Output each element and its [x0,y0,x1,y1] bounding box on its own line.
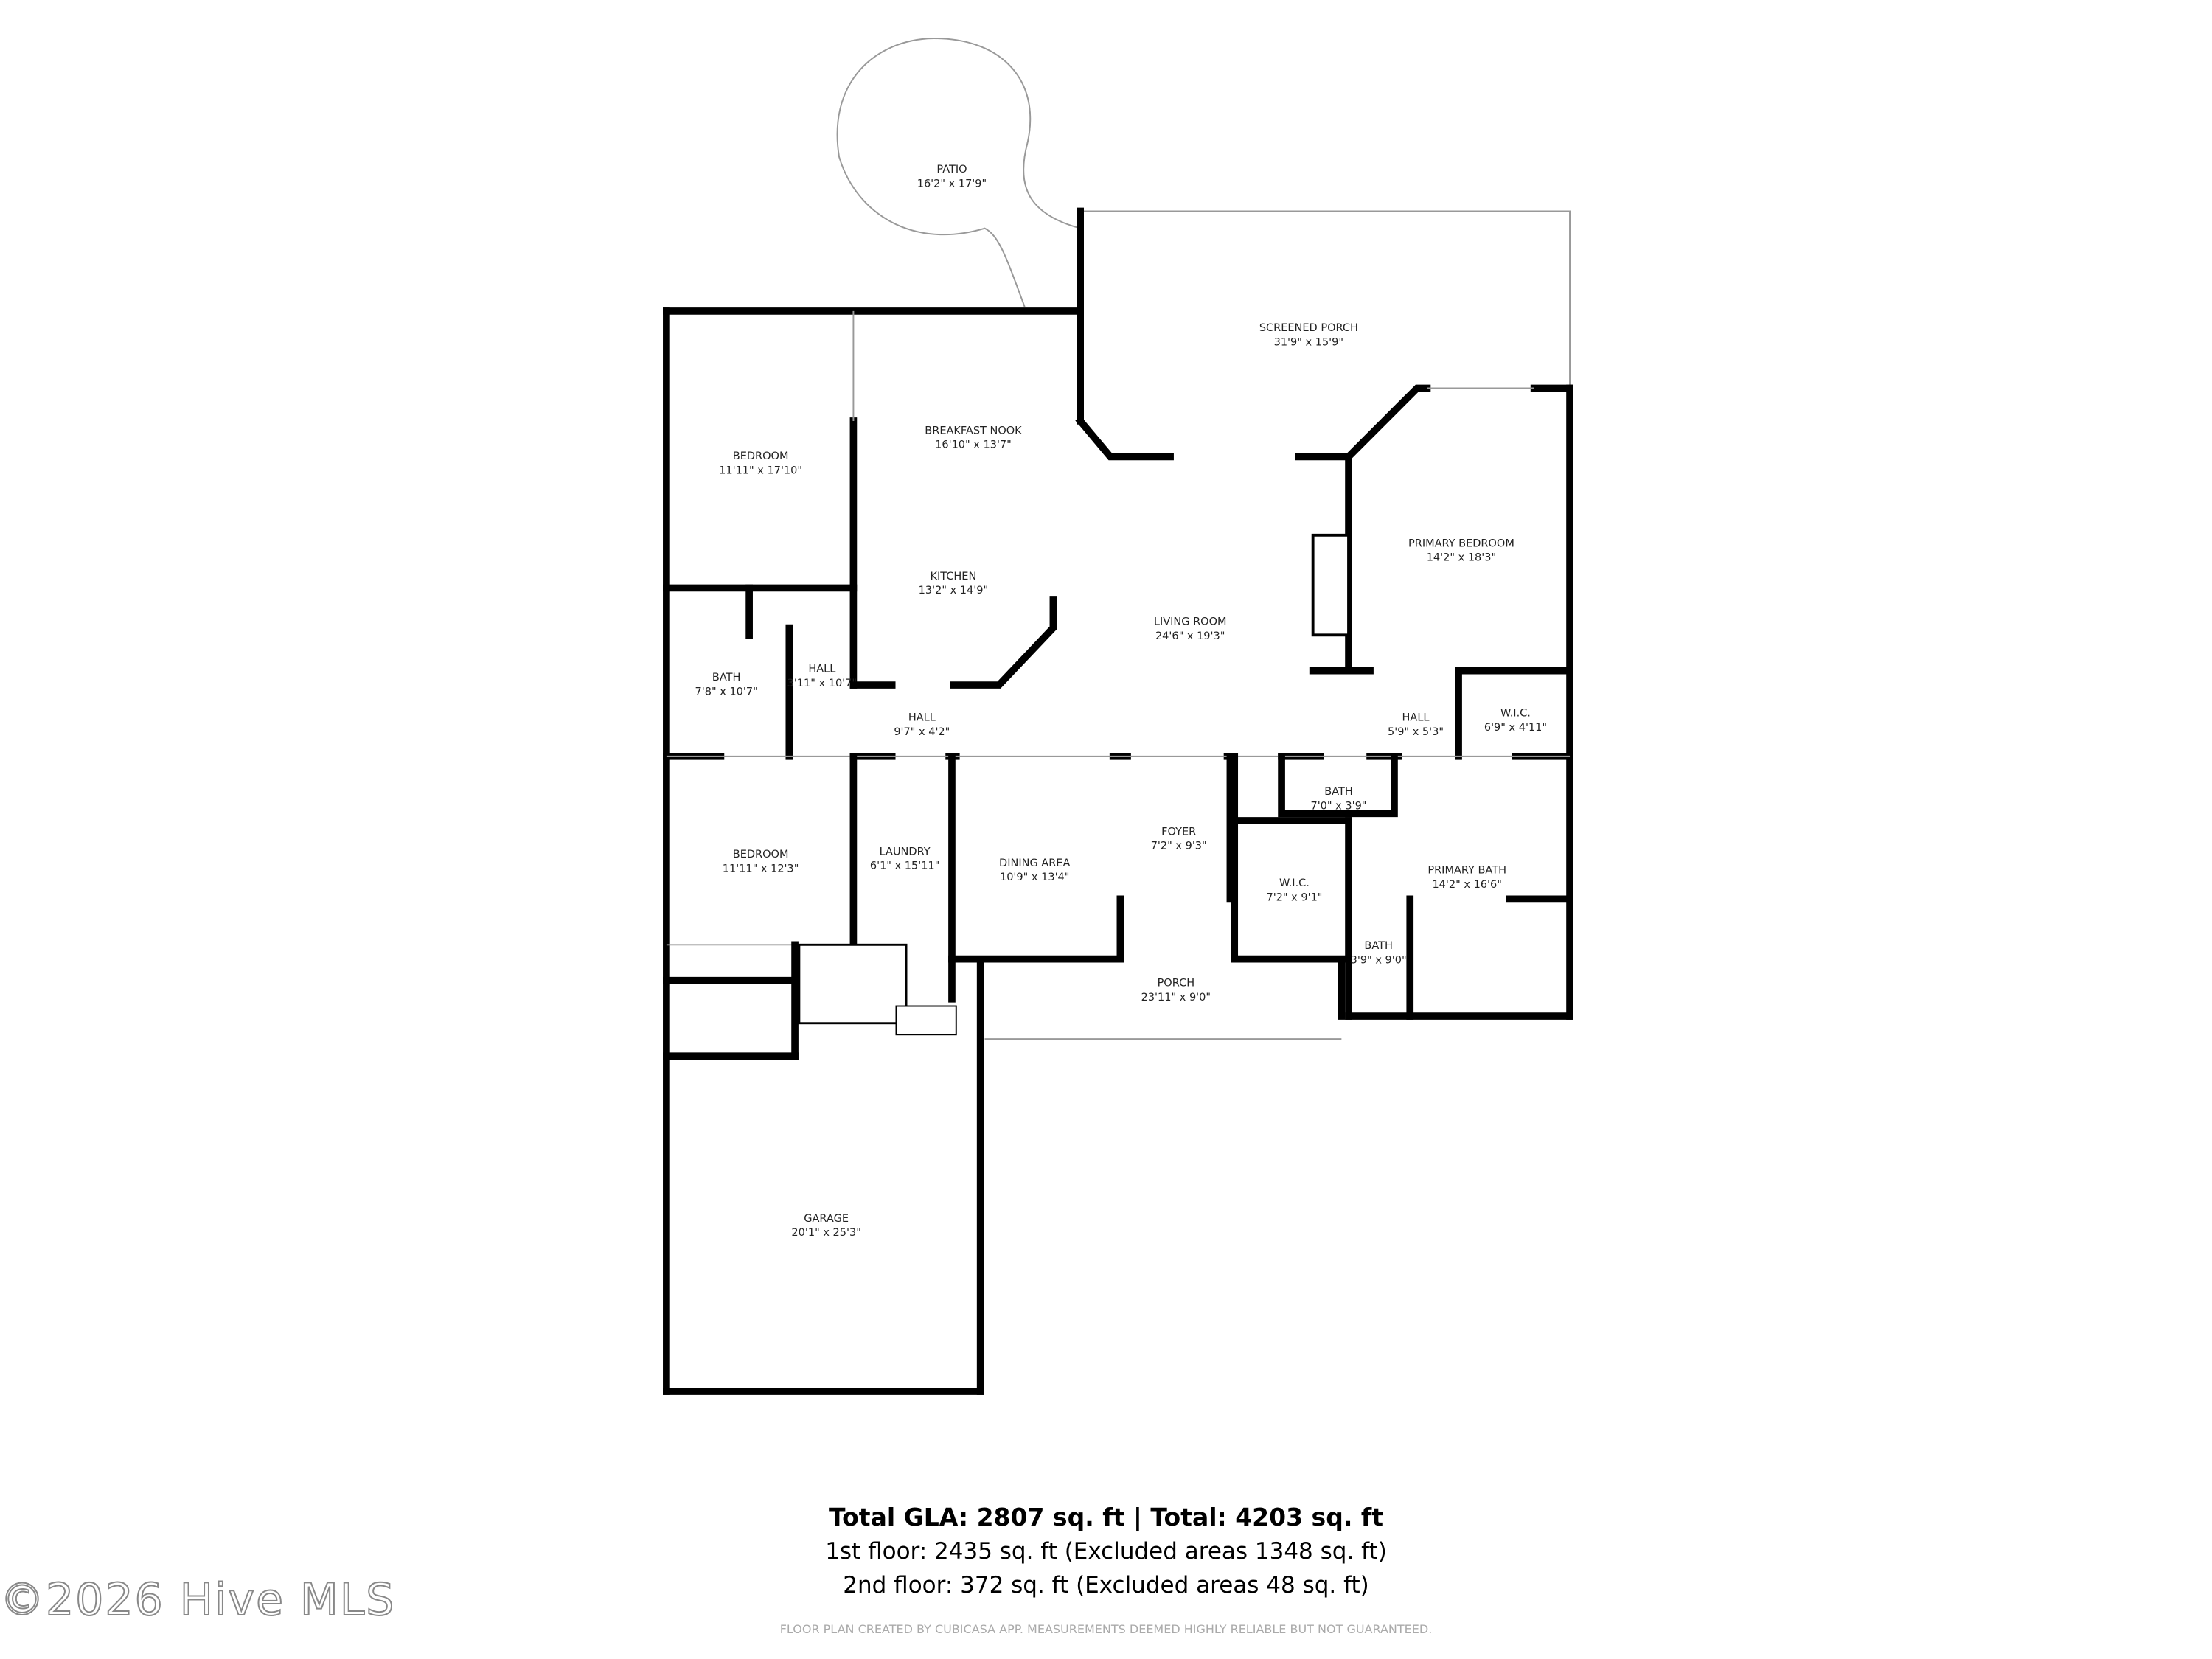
first-floor-area: 1st floor: 2435 sq. ft (Excluded areas 1… [825,1538,1387,1565]
room-dim: 16'2" x 17'9" [917,178,987,190]
fireplace [1311,533,1350,637]
room-name: BEDROOM [733,451,789,462]
room-dim: 16'10" x 13'7" [935,439,1012,451]
room-dim: 7'2" x 9'1" [1266,891,1322,903]
room-name: PRIMARY BATH [1427,865,1506,877]
room-dim: 6'9" x 4'11" [1484,722,1547,734]
room-name: BREAKFAST NOOK [925,425,1022,437]
room-dim: 3'9" x 9'0" [1351,954,1407,966]
room-name: HALL [908,712,936,723]
room-dim: 24'6" x 19'3" [1155,630,1225,642]
room-name: PORCH [1158,977,1195,989]
room-name: BATH [712,672,741,684]
room-name: HALL [1402,712,1430,723]
room-dim: 7'8" x 10'7" [695,686,758,698]
room-name: BEDROOM [733,849,789,860]
room-name: PRIMARY BEDROOM [1408,538,1514,549]
room-dim: 13'2" x 14'9" [919,585,988,597]
garage-steps [895,1005,957,1036]
room-name: W.I.C. [1279,877,1310,889]
room-dim: 9'7" x 4'2" [894,726,950,738]
room-dim: 5'9" x 5'3" [1388,726,1444,738]
room-name: GARAGE [804,1213,849,1225]
room-name: SCREENED PORCH [1259,322,1358,334]
area-summary: Total GLA: 2807 sq. ft | Total: 4203 sq.… [0,1500,2212,1602]
room-dim: 14'2" x 16'6" [1432,879,1501,891]
room-name: FOYER [1161,826,1196,838]
room-dim: 7'2" x 9'3" [1151,841,1207,852]
total-area: Total GLA: 2807 sq. ft | Total: 4203 sq.… [829,1503,1383,1531]
room-name: W.I.C. [1500,708,1531,720]
room-name: DINING AREA [999,858,1070,869]
room-dim: 7'0" x 3'9" [1310,800,1366,812]
room-dim: 11'11" x 17'10" [719,465,802,477]
room-name: HALL [808,664,835,675]
room-dim: 11'11" x 12'3" [723,863,799,875]
room-name: BATH [1364,940,1393,952]
room-labels: PATIO 16'2" x 17'9" SCREENED PORCH 31'9"… [695,164,1548,1239]
room-name: BATH [1324,786,1353,798]
stairs [798,943,908,1025]
room-name: LAUNDRY [880,846,931,858]
second-floor-area: 2nd floor: 372 sq. ft (Excluded areas 48… [843,1572,1369,1599]
room-dim: 10'9" x 13'4" [1000,872,1069,883]
room-name: LIVING ROOM [1154,616,1227,628]
room-name: PATIO [936,164,967,175]
room-dim: 6'1" x 15'11" [870,860,939,872]
room-dim: 3'11" x 10'7" [787,678,857,689]
disclaimer: FLOOR PLAN CREATED BY CUBICASA APP. MEAS… [779,1622,1433,1636]
room-dim: 20'1" x 25'3" [791,1227,860,1239]
room-dim: 14'2" x 18'3" [1427,552,1496,564]
room-dim: 23'11" x 9'0" [1141,992,1211,1004]
room-dim: 31'9" x 15'9" [1274,336,1343,348]
walls [663,207,1573,1395]
room-name: KITCHEN [930,571,976,582]
watermark: ©2026 Hive MLS [0,1573,396,1627]
patio-outline [836,38,1081,307]
